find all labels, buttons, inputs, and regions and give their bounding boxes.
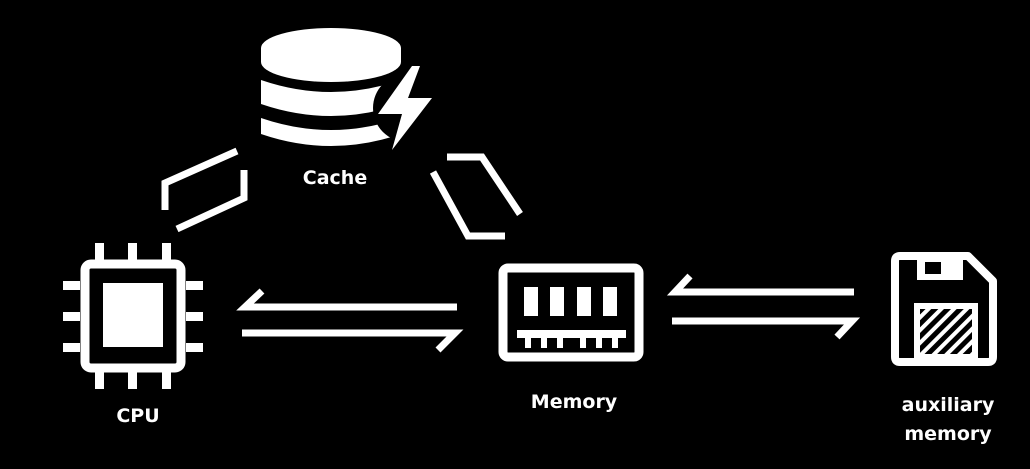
cpu-label: CPU xyxy=(116,405,159,427)
cpu-node: CPU xyxy=(63,243,203,427)
arrow-cpu-cache xyxy=(161,147,248,233)
cache-label: Cache xyxy=(303,167,367,189)
memory-node: Memory xyxy=(498,263,644,413)
auxiliary-memory-node: auxiliary memory xyxy=(891,252,997,445)
arrow-memory-auxiliary xyxy=(666,273,861,340)
auxiliary-memory-label-line2: memory xyxy=(904,423,992,445)
cache-node: Cache xyxy=(261,28,441,189)
database-lightning-icon xyxy=(261,28,441,150)
arrow-cache-memory xyxy=(429,153,523,240)
auxiliary-memory-label-line1: auxiliary xyxy=(902,394,995,416)
floppy-disk-icon xyxy=(891,252,997,366)
cpu-chip-icon xyxy=(63,243,203,389)
memory-label: Memory xyxy=(531,391,618,413)
arrow-cpu-memory xyxy=(236,288,464,353)
ram-module-icon xyxy=(498,263,644,362)
